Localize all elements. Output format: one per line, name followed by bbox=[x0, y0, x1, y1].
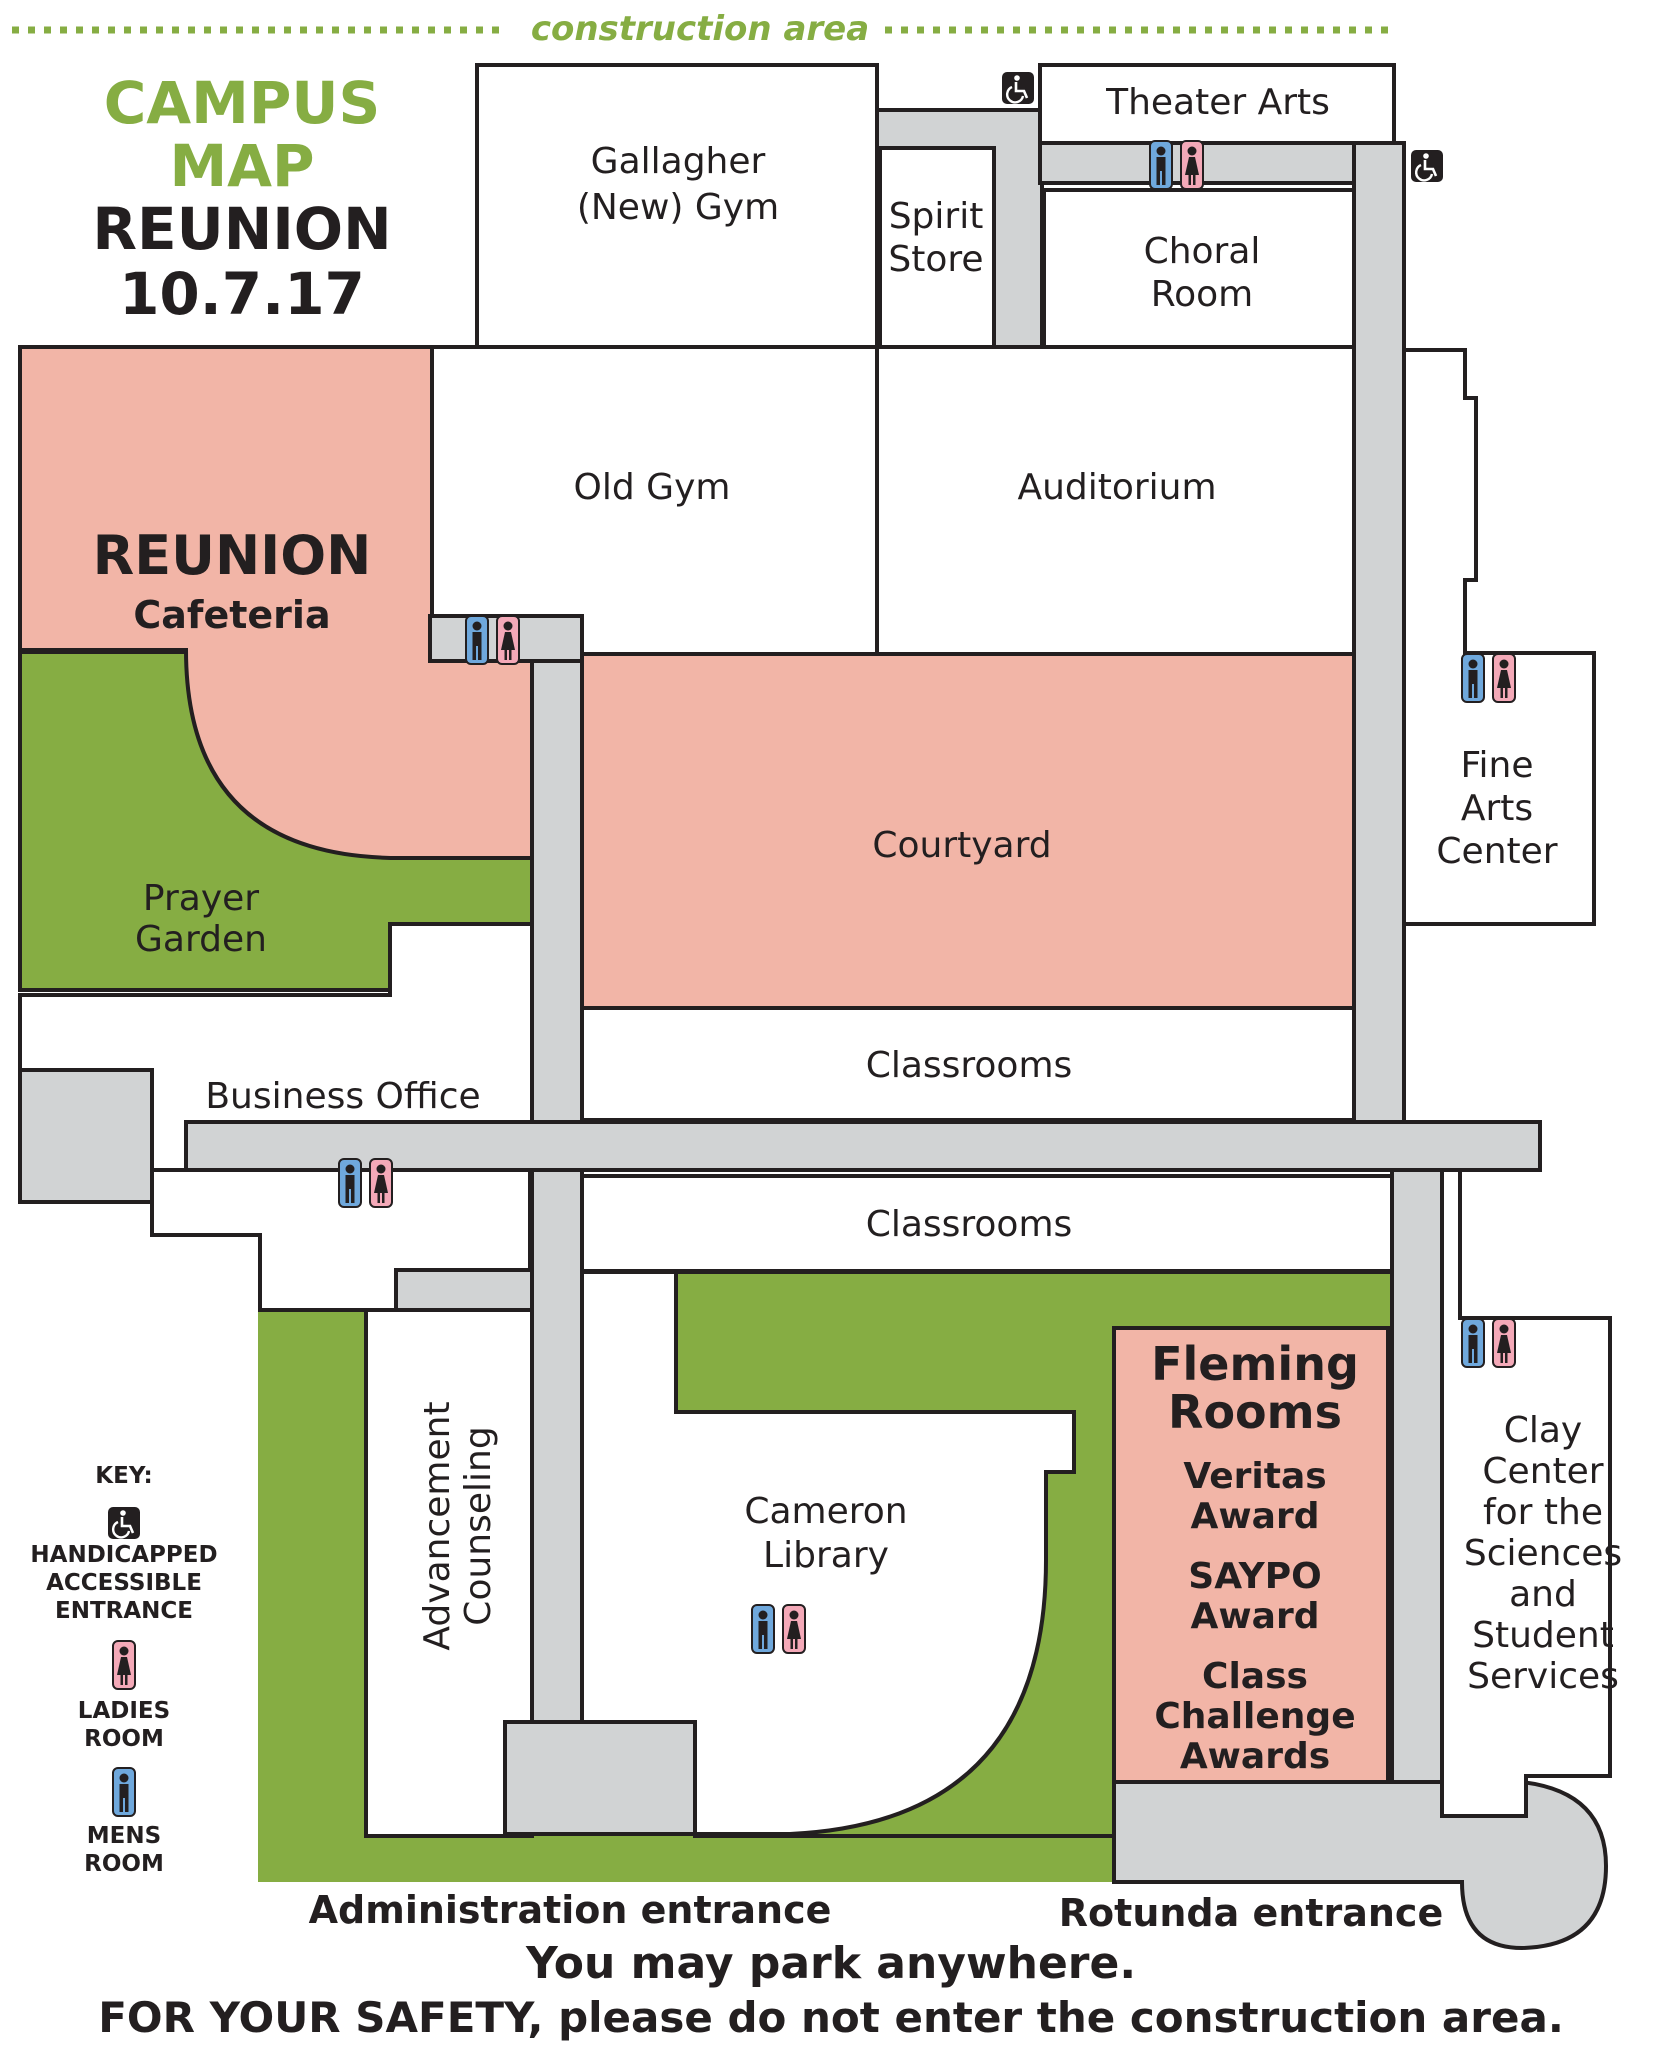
counseling-label: Counseling bbox=[458, 1426, 499, 1625]
handicapped-entrance-north-icon bbox=[1000, 70, 1036, 106]
classrooms-north bbox=[580, 1006, 1356, 1122]
construction-area-label: construction area bbox=[531, 9, 869, 49]
fine-arts-center bbox=[1402, 348, 1596, 926]
rotunda-entrance-label: Rotunda entrance bbox=[1059, 1891, 1443, 1935]
reunion-label: REUNION bbox=[93, 524, 372, 587]
title-campus: CAMPUS bbox=[104, 69, 381, 137]
administration-entrance-label: Administration entrance bbox=[309, 1888, 832, 1932]
classrooms-north-label: Classrooms bbox=[866, 1045, 1073, 1086]
key-title: KEY: bbox=[95, 1463, 152, 1489]
fleming-rooms bbox=[1112, 1326, 1390, 1784]
title-date: 10.7.17 bbox=[119, 260, 365, 328]
classrooms-south-label: Classrooms bbox=[866, 1204, 1073, 1245]
safety-note: FOR YOUR SAFETY, please do not enter the… bbox=[98, 1993, 1564, 2042]
reunion-cafeteria bbox=[18, 345, 534, 860]
advancement-label: Advancement bbox=[417, 1401, 458, 1650]
gallagher-gym bbox=[475, 63, 879, 349]
key-mens-icon bbox=[112, 1767, 136, 1817]
key-ladies-icon bbox=[112, 1640, 136, 1690]
east-corridor bbox=[1352, 141, 1406, 1125]
cameron-library bbox=[580, 1176, 1076, 1836]
west-corridor bbox=[530, 614, 584, 1833]
parking-note: You may park anywhere. bbox=[525, 1938, 1136, 1989]
theater-arts-label: Theater Arts bbox=[1105, 82, 1330, 123]
classrooms-south bbox=[580, 1174, 1394, 1273]
auditorium bbox=[875, 345, 1356, 656]
title-reunion: REUNION bbox=[92, 195, 391, 263]
business-office-label: Business Office bbox=[205, 1076, 480, 1117]
courtyard-label: Courtyard bbox=[872, 825, 1051, 866]
key-handicapped-icon bbox=[106, 1505, 142, 1541]
cafeteria-label: Cafeteria bbox=[133, 593, 330, 637]
courtyard bbox=[580, 652, 1356, 1010]
southeast-corridor bbox=[1390, 1168, 1444, 1784]
upper-east-hallway bbox=[1038, 141, 1404, 185]
business-office-storage bbox=[18, 1068, 154, 1204]
main-cross-corridor bbox=[184, 1120, 1542, 1172]
south-hallway bbox=[503, 1720, 697, 1836]
old-gym-label: Old Gym bbox=[574, 467, 731, 508]
gallagher-gym-label: Gallagher(New) Gym bbox=[577, 141, 779, 228]
handicapped-entrance-east-icon bbox=[1409, 148, 1445, 184]
auditorium-label: Auditorium bbox=[1017, 467, 1216, 508]
admin-corridor bbox=[394, 1268, 534, 1312]
title-map: MAP bbox=[169, 132, 314, 200]
rotunda bbox=[1112, 1780, 1609, 1951]
